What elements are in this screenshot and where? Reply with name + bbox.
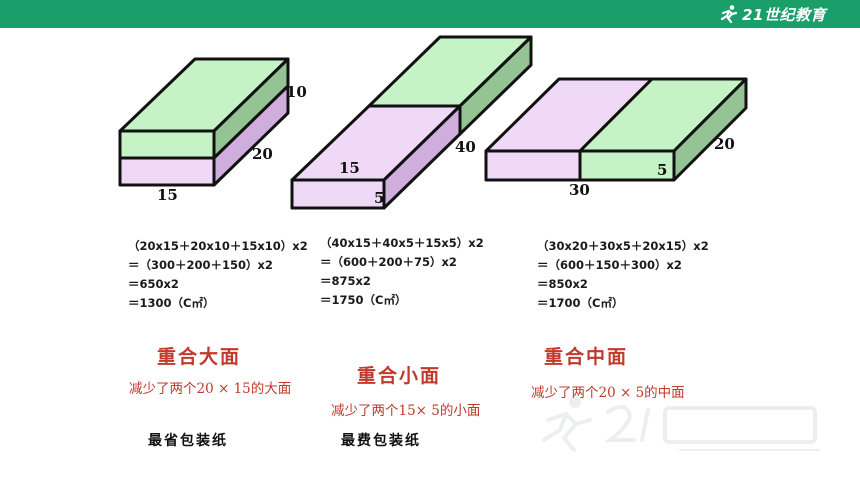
verdict-least-paper: 最省包装纸 xyxy=(148,433,228,449)
fig1-height-label: 10 xyxy=(286,83,307,101)
fig3-height-label: 5 xyxy=(657,161,667,179)
verdict-most-paper: 最费包装纸 xyxy=(341,433,421,449)
calc-block-2: （40x15＋40x5＋15x5）x2 ＝（600＋200＋75）x2 ＝875… xyxy=(320,234,484,310)
calc-block-3: （30x20＋30x5＋20x15）x2 ＝（600＋150＋300）x2 ＝8… xyxy=(537,237,709,313)
calc-1-line-1: （20x15＋20x10＋15x10）x2 xyxy=(128,239,308,253)
calc-2-line-4: ＝1750（C㎡） xyxy=(320,293,407,307)
calc-2-line-3: ＝875x2 xyxy=(320,274,371,288)
title-large-face: 重合大面 xyxy=(157,346,242,368)
figure-1-stacked-boxes xyxy=(118,57,290,187)
calc-1-line-3: ＝650x2 xyxy=(128,277,179,291)
calc-3-line-3: ＝850x2 xyxy=(537,277,588,291)
calc-3-line-2: ＝（600＋150＋300）x2 xyxy=(537,258,682,272)
calc-3-line-1: （30x20＋30x5＋20x15）x2 xyxy=(537,239,709,253)
box-diagram: 10 20 15 15 5 40 20 5 30 xyxy=(118,35,748,210)
watermark-logo xyxy=(542,396,821,452)
fig3-length-label: 30 xyxy=(569,181,590,199)
figure-2-tandem-boxes xyxy=(290,35,533,210)
header-bar: 21世纪教育 xyxy=(0,0,860,28)
fig3-left-front-face xyxy=(484,149,582,182)
figure-3-side-by-side-boxes xyxy=(484,77,748,182)
note-middle-face: 减少了两个20 × 5的中面 xyxy=(531,385,685,401)
calc-1-line-2: ＝（300＋200＋150）x2 xyxy=(128,258,273,272)
fig2-depth-label: 40 xyxy=(455,138,476,156)
calc-1-line-4: ＝1300（C㎡） xyxy=(128,296,215,310)
note-small-face: 减少了两个15× 5的小面 xyxy=(331,403,481,419)
title-middle-face: 重合中面 xyxy=(544,346,629,368)
calc-2-line-1: （40x15＋40x5＋15x5）x2 xyxy=(320,236,484,250)
fig1-upper-front-face xyxy=(118,129,216,160)
note-large-face: 减少了两个20 × 15的大面 xyxy=(129,381,292,397)
fig1-lower-front-face xyxy=(118,156,216,187)
logo: 21世纪教育 xyxy=(719,3,826,25)
fig3-depth-label: 20 xyxy=(714,135,735,153)
calc-2-line-2: ＝（600＋200＋75）x2 xyxy=(320,255,457,269)
fig2-front-side-face xyxy=(382,104,462,210)
calc-block-1: （20x15＋20x10＋15x10）x2 ＝（300＋200＋150）x2 ＝… xyxy=(128,237,308,313)
fig2-height-label: 5 xyxy=(374,189,384,207)
fig1-depth-label: 20 xyxy=(252,145,273,163)
title-small-face: 重合小面 xyxy=(357,365,442,387)
fig1-lower-side-face xyxy=(212,84,290,187)
fig1-length-label: 15 xyxy=(157,186,178,204)
fig2-width-label: 15 xyxy=(339,159,360,177)
logo-text: 21世纪教育 xyxy=(742,5,826,24)
runner-icon xyxy=(721,5,738,24)
calc-3-line-4: ＝1700（C㎡） xyxy=(537,296,624,310)
fig2-front-face xyxy=(290,178,386,210)
fig3-side-face xyxy=(672,77,748,182)
